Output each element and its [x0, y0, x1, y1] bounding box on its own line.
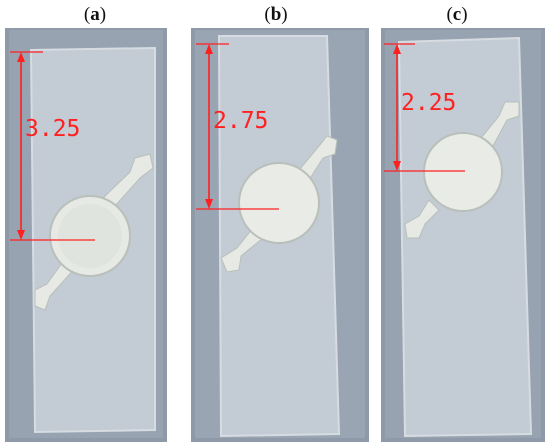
photo-c: 2.25: [381, 28, 545, 442]
measurement-label-b: 2.75: [213, 108, 268, 134]
photo-panel-a: 3.25: [5, 28, 167, 442]
panel-label-a: (a): [83, 4, 107, 25]
measurement-label-a: 3.25: [25, 116, 80, 142]
panel-label-b: (b): [264, 4, 288, 25]
photo-panel-c: 2.25: [381, 28, 545, 442]
photo-panel-b: 2.75: [191, 28, 369, 442]
measurement-b: [196, 43, 279, 210]
electrode-pattern: [404, 101, 520, 239]
photo-a: 3.25: [5, 28, 167, 442]
electrode-pattern: [220, 135, 338, 273]
measurement-label-c: 2.25: [401, 90, 456, 116]
measurement-a: [10, 51, 95, 241]
electrode-pattern: [34, 153, 154, 311]
photo-b: 2.75: [191, 28, 369, 442]
panel-label-c: (c): [446, 4, 468, 25]
measurement-c: [384, 43, 465, 172]
